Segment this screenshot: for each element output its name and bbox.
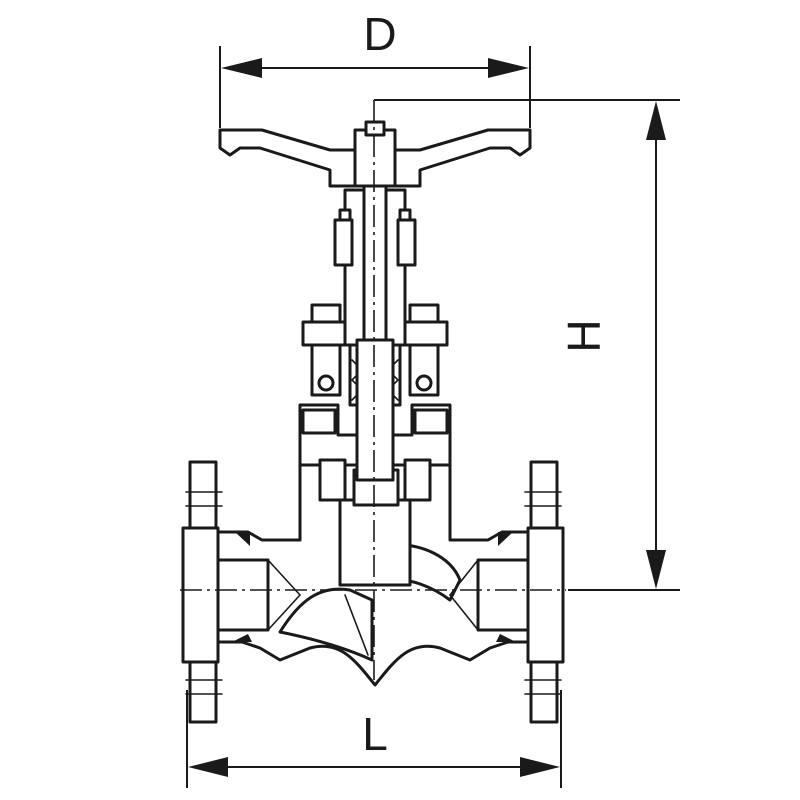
right-eyebolt	[398, 303, 449, 435]
flow-passage	[278, 587, 374, 662]
handwheel-hub	[353, 128, 397, 188]
l-label: L	[362, 708, 388, 760]
bonnet-neck	[338, 498, 412, 587]
h-label: H	[558, 319, 610, 352]
left-flange	[181, 460, 223, 724]
d-arrow-right	[488, 58, 529, 78]
handwheel-nut	[364, 120, 386, 137]
weld-bottom-right	[496, 634, 516, 642]
left-eyebolt	[301, 303, 352, 435]
weld-bottom-left	[232, 634, 252, 642]
h-arrow-bottom	[646, 550, 666, 589]
dimension-l: L	[186, 690, 562, 788]
l-arrow-right	[520, 757, 560, 777]
weld-top-left	[235, 532, 250, 546]
right-bore	[476, 558, 530, 632]
right-flange	[524, 460, 565, 724]
l-arrow-left	[188, 757, 228, 777]
d-arrow-left	[221, 58, 262, 78]
left-bore	[216, 558, 270, 632]
handwheel	[218, 120, 532, 188]
h-arrow-top	[646, 101, 666, 140]
dimension-d: D	[219, 8, 531, 128]
weld-top-right	[498, 532, 513, 546]
d-label: D	[363, 8, 396, 60]
dimension-h: H	[374, 99, 680, 591]
